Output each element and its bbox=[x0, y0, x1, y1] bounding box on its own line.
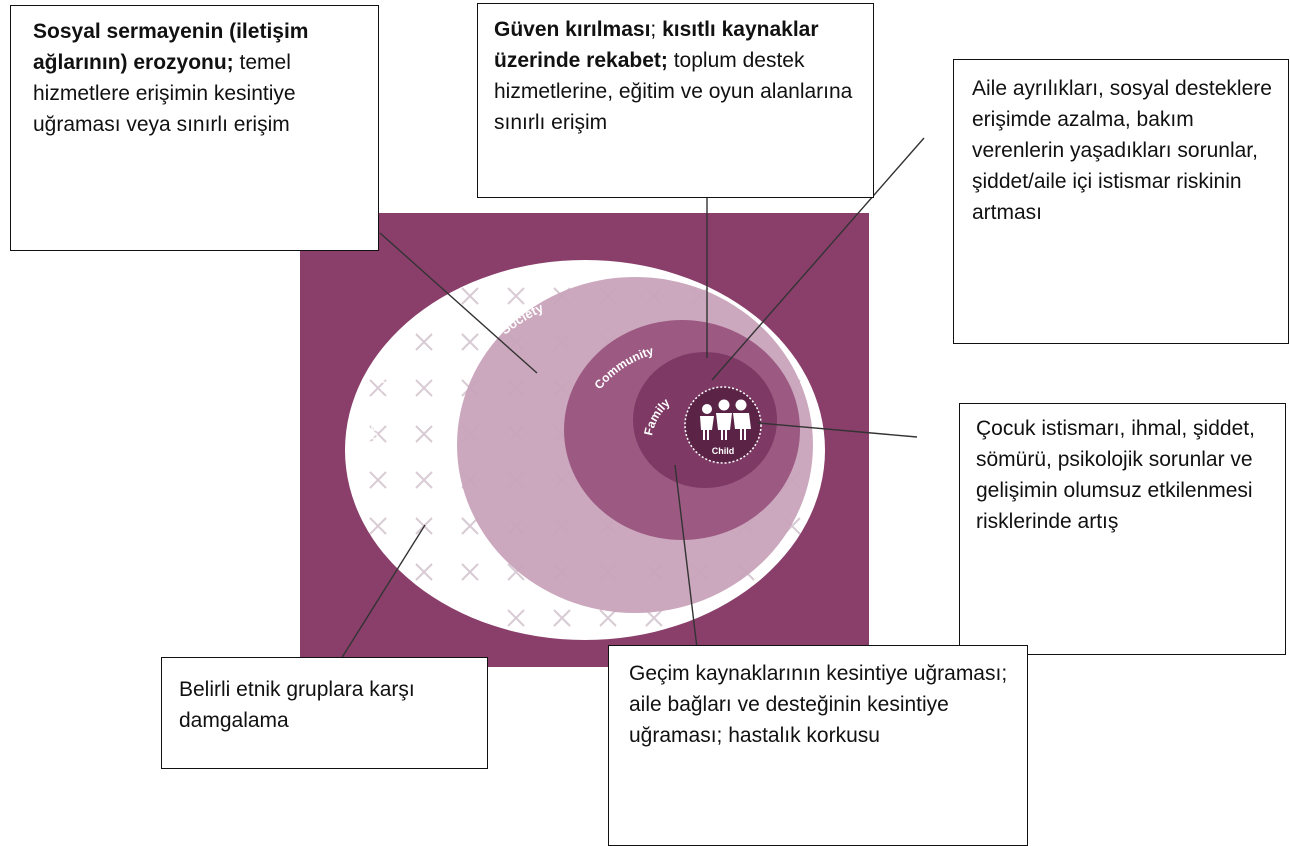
callout-trust: Güven kırılması; kısıtlı kaynaklar üzeri… bbox=[477, 3, 874, 198]
leader-livelihood bbox=[674, 464, 698, 649]
leader-family-sep bbox=[711, 137, 925, 381]
cross-mark bbox=[369, 517, 387, 535]
callout-trust-text: toplum destek hizmetlerine, eğitim ve oy… bbox=[494, 49, 853, 134]
children-icon bbox=[700, 399, 751, 440]
cross-mark bbox=[599, 609, 617, 627]
cross-mark bbox=[461, 517, 479, 535]
callout-livelihood-text: Geçim kaynaklarının kesintiye uğraması; … bbox=[629, 662, 1008, 747]
callout-child-risk: Çocuk istismarı, ihmal, şiddet, sömürü, … bbox=[959, 403, 1286, 655]
leader-stigma bbox=[325, 524, 426, 684]
cross-mark bbox=[461, 333, 479, 351]
callout-social-capital-text: temel hizmetlere erişimin kesintiye uğra… bbox=[33, 51, 296, 136]
cross-mark bbox=[415, 471, 433, 489]
cross-mark bbox=[507, 609, 525, 627]
cross-mark bbox=[415, 333, 433, 351]
cross-mark bbox=[415, 425, 433, 443]
cross-mark bbox=[507, 287, 525, 305]
callout-family-separation: Aile ayrılıkları, sosyal desteklere eriş… bbox=[953, 59, 1289, 344]
cross-mark bbox=[369, 425, 387, 443]
cross-mark bbox=[461, 563, 479, 581]
callout-child-risk-text: Çocuk istismarı, ihmal, şiddet, sömürü, … bbox=[976, 417, 1255, 533]
leader-social-capital bbox=[379, 232, 538, 374]
callout-stigma: Belirli etnik gruplara karşı damgalama bbox=[161, 657, 488, 769]
cross-mark bbox=[415, 379, 433, 397]
callout-trust-bold-2: kısıtlı kaynaklar üzerinde rekabet; bbox=[494, 18, 819, 72]
cross-mark bbox=[415, 563, 433, 581]
cross-mark bbox=[553, 609, 571, 627]
cross-mark bbox=[461, 287, 479, 305]
callout-trust-separator: ; bbox=[650, 18, 663, 41]
callout-family-separation-text: Aile ayrılıkları, sosyal desteklere eriş… bbox=[972, 77, 1272, 224]
cross-mark bbox=[645, 609, 663, 627]
callout-social-capital-bold: Sosyal sermayenin (iletişim ağlarının) e… bbox=[33, 20, 309, 74]
callout-social-capital: Sosyal sermayenin (iletişim ağlarının) e… bbox=[10, 5, 379, 251]
leader-lines bbox=[325, 40, 925, 684]
cross-mark bbox=[369, 379, 387, 397]
leader-child-risk bbox=[757, 422, 918, 438]
callout-livelihood: Geçim kaynaklarının kesintiye uğraması; … bbox=[608, 645, 1028, 846]
callout-stigma-text: Belirli etnik gruplara karşı damgalama bbox=[179, 678, 415, 732]
child-label: Child bbox=[712, 446, 735, 456]
cross-mark bbox=[369, 471, 387, 489]
callout-trust-bold-1: Güven kırılması bbox=[494, 18, 651, 41]
